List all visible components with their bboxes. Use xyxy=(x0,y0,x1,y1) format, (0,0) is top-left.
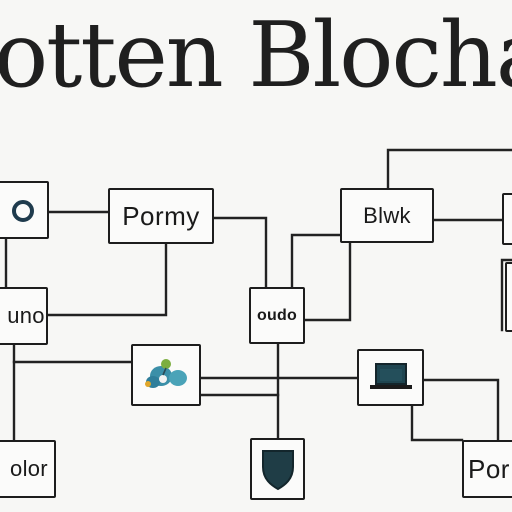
connector-blok-branch xyxy=(292,235,342,288)
node-left-mid[interactable]: uno xyxy=(0,287,48,345)
node-portal[interactable]: Pormy xyxy=(108,188,214,244)
connector-top-bus xyxy=(388,150,512,190)
ring-icon xyxy=(10,198,36,224)
connector-portal-leftmid xyxy=(48,244,166,315)
node-hub-label: oudo xyxy=(257,307,297,325)
node-bottom-left[interactable]: olor xyxy=(0,440,56,498)
node-bottom-left-label: olor xyxy=(10,456,48,482)
node-shield[interactable] xyxy=(250,438,305,500)
node-blok-label: Blwk xyxy=(363,203,411,229)
connector-laptop-down xyxy=(412,406,462,440)
laptop-icon xyxy=(368,360,414,396)
node-bottom-right[interactable]: Por xyxy=(462,440,512,498)
connector-hub-right xyxy=(305,235,350,320)
shield-icon xyxy=(259,447,297,491)
node-laptop[interactable] xyxy=(357,349,424,406)
node-hub[interactable]: oudo xyxy=(249,287,305,344)
node-left-mid-label: uno xyxy=(7,303,45,329)
node-top-left[interactable] xyxy=(0,181,49,239)
node-right-mid[interactable] xyxy=(505,262,512,332)
network-icon xyxy=(139,354,195,398)
node-portal-label: Pormy xyxy=(122,201,200,232)
node-blok[interactable]: Blwk xyxy=(340,188,434,243)
connector-portal-hub xyxy=(213,218,266,288)
node-right-top[interactable] xyxy=(502,193,512,245)
node-network[interactable] xyxy=(131,344,201,406)
node-bottom-right-label: Por xyxy=(468,454,510,485)
connector-laptop-right xyxy=(424,380,498,440)
